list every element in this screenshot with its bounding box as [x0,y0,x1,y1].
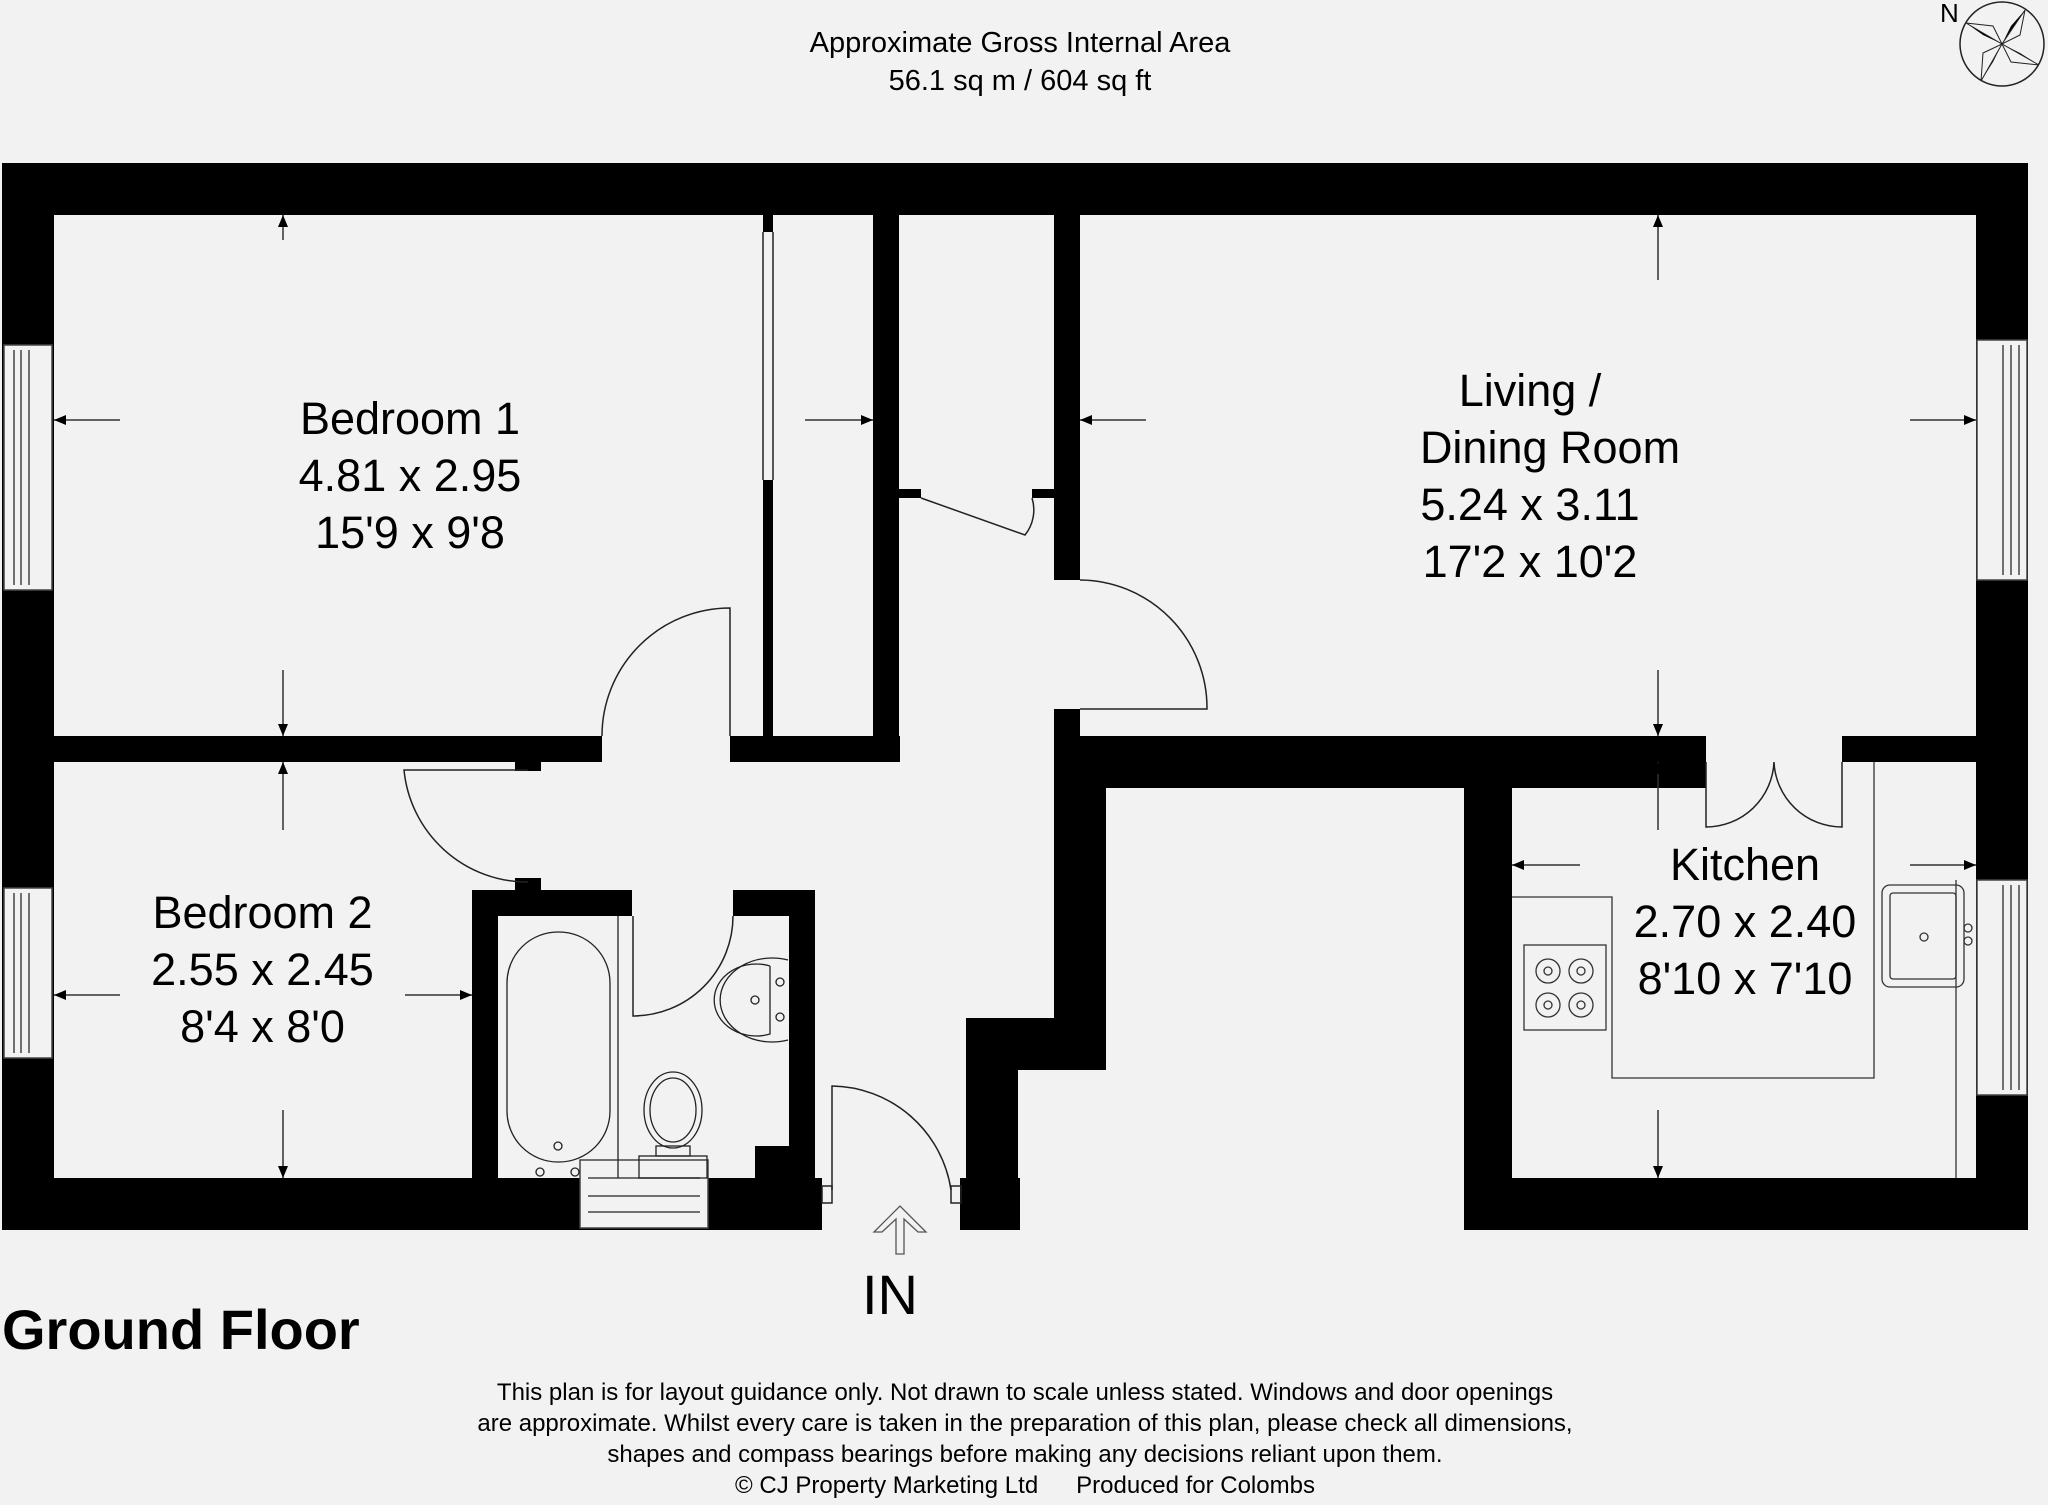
disclaimer-line-3: shapes and compass bearings before makin… [607,1441,1443,1468]
room-name-line2: Dining Room [1419,422,1681,473]
windows [3,339,2028,1229]
compass-rose-icon [1959,1,2045,87]
walls [2,163,2028,1230]
kitchen-fixtures [1512,762,1973,1178]
room-imperial: 17'2 x 10'2 [1422,536,1638,587]
room-label-kitchen: Kitchen 2.70 x 2.40 8'10 x 7'10 [1605,836,1885,1007]
room-label-bedroom-1: Bedroom 1 4.81 x 2.95 15'9 x 9'8 [250,390,570,561]
room-name: Bedroom 2 [152,887,373,938]
room-label-living-dining: Living / Dining Room 5.24 x 3.11 17'2 x … [1380,362,1720,590]
room-metric: 2.70 x 2.40 [1633,896,1857,947]
produced-for: Produced for Colombs [1076,1472,1315,1499]
up-arrow-icon [872,1205,928,1255]
floor-title: Ground Floor [2,1298,360,1361]
room-name: Kitchen [1669,839,1821,890]
credits: © CJ Property Marketing Ltd Produced for … [380,1470,1670,1501]
header-area: 56.1 sq m / 604 sq ft [888,65,1152,97]
room-metric: 4.81 x 2.95 [298,450,522,501]
room-label-bedroom-2: Bedroom 2 2.55 x 2.45 8'4 x 8'0 [115,884,410,1055]
room-imperial: 15'9 x 9'8 [315,507,505,558]
gross-internal-area-header: Approximate Gross Internal Area 56.1 sq … [760,24,1280,100]
room-name: Living / [1458,365,1602,416]
disclaimer-line-2: are approximate. Whilst every care is ta… [477,1410,1573,1437]
room-metric: 2.55 x 2.45 [151,944,374,995]
copyright: © CJ Property Marketing Ltd [735,1472,1039,1499]
disclaimer-line-1: This plan is for layout guidance only. N… [496,1379,1554,1406]
room-imperial: 8'10 x 7'10 [1637,953,1853,1004]
compass-north-label: N [1940,0,1959,28]
bathroom-fixtures [506,916,789,1179]
entrance-label: IN [862,1263,918,1326]
disclaimer: This plan is for layout guidance only. N… [380,1377,1670,1501]
header-title: Approximate Gross Internal Area [809,27,1231,59]
room-name: Bedroom 1 [299,393,521,444]
room-imperial: 8'4 x 8'0 [180,1001,345,1052]
dimension-arrows [54,215,1976,1178]
room-metric: 5.24 x 3.11 [1420,479,1640,530]
doors [403,232,1843,1204]
